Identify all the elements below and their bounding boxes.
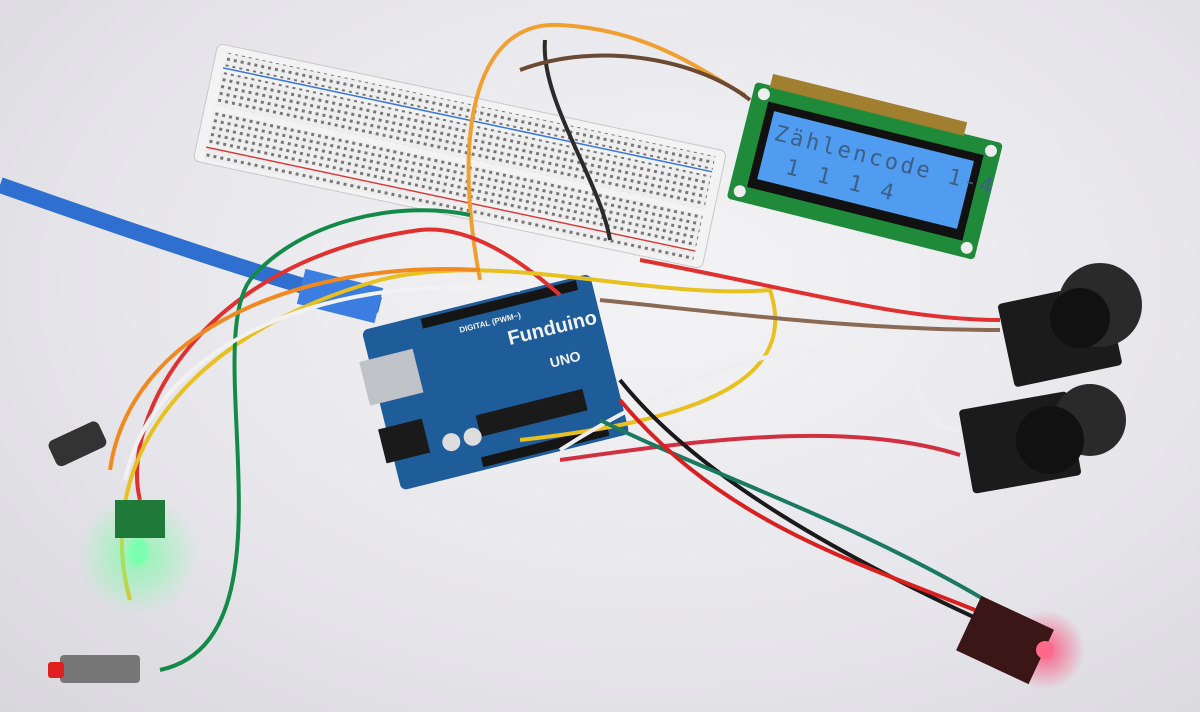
breadboard [193,43,727,269]
red-led-module [956,595,1085,690]
green-led-module [78,495,198,615]
lcd-module: Zählencode 1-4 1 1 1 4 [727,73,1003,260]
arduino-board: Funduino UNO DIGITAL (PWM~) [359,274,629,490]
joystick-top [998,263,1142,387]
push-button-black [48,421,107,467]
joystick-bottom [959,384,1126,494]
board-model: UNO [548,348,582,371]
jumper-wires [108,22,1001,672]
push-button-red [48,655,140,683]
